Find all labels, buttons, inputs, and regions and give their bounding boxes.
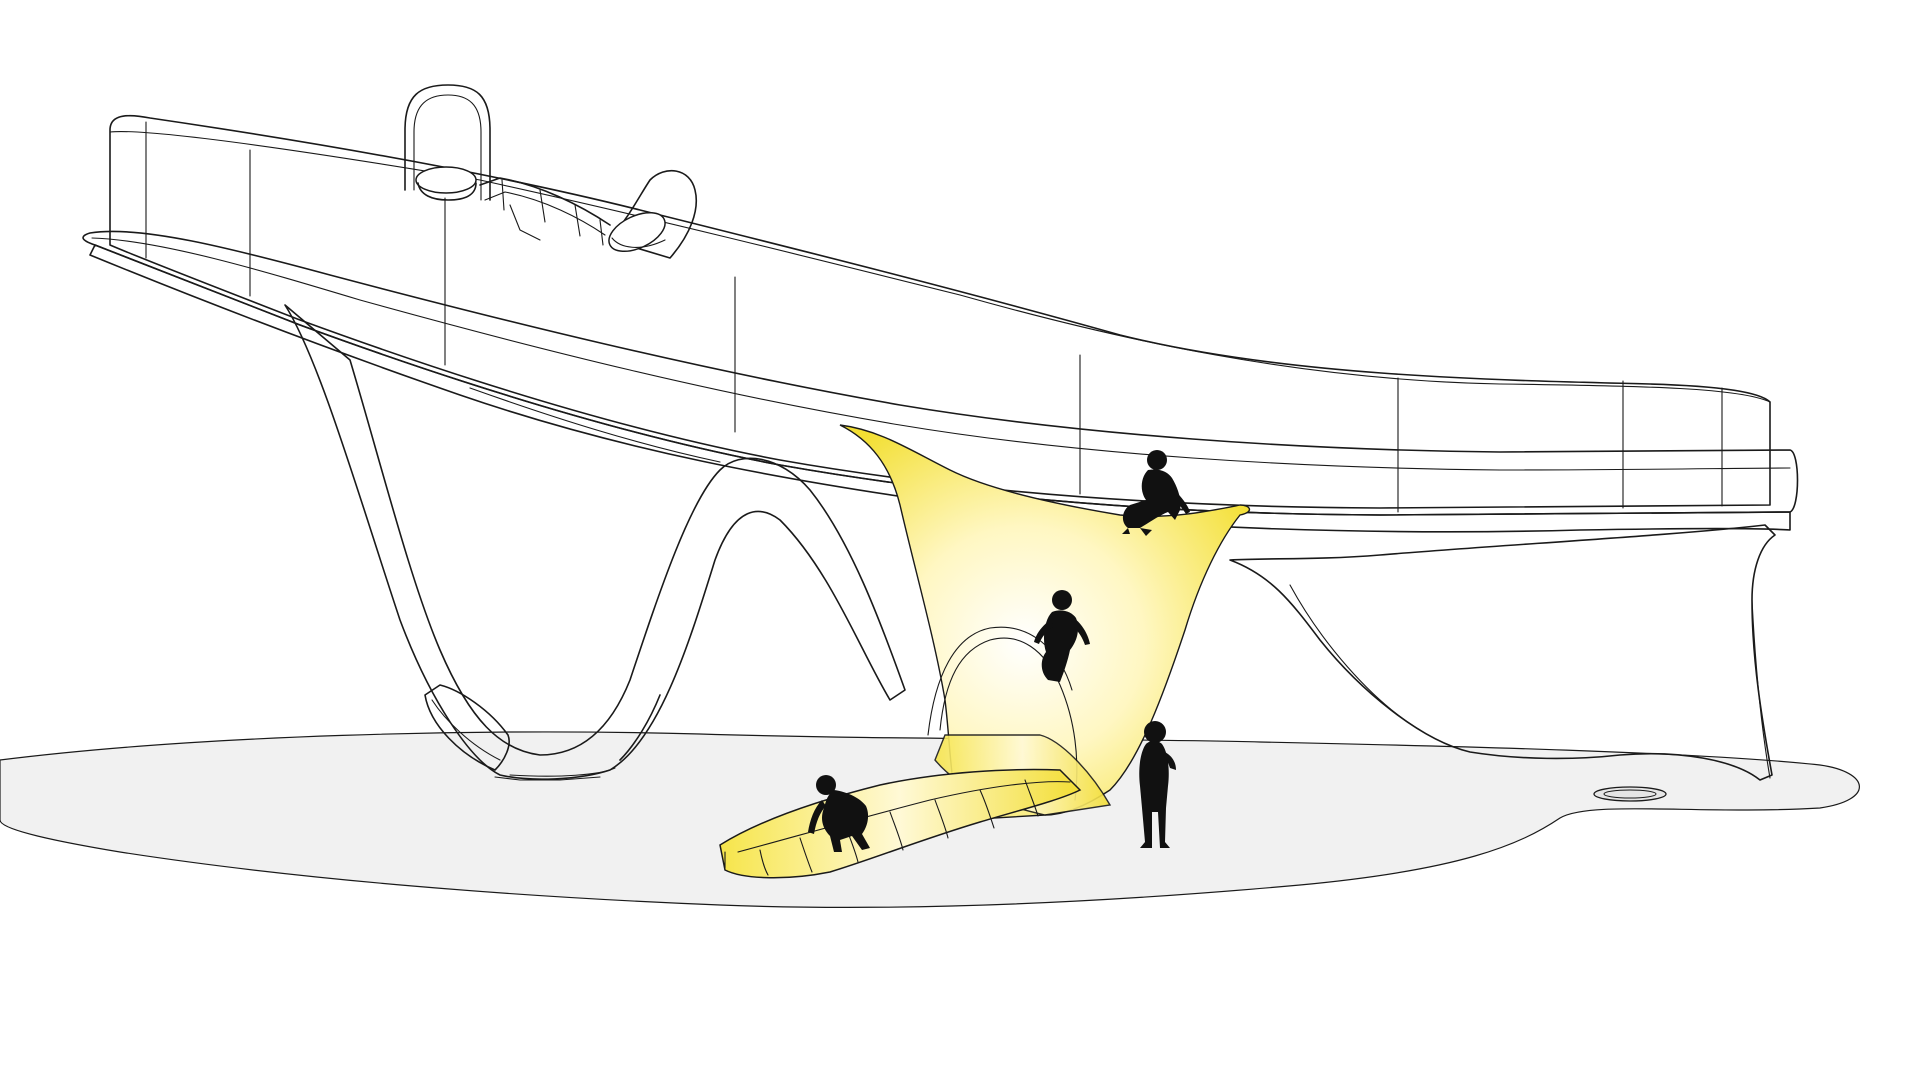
parapet-panel-seams [145,121,1723,513]
top-railing [479,177,611,246]
left-support-leg [284,304,906,780]
tube-slide-left [424,684,661,771]
child-standing [1139,721,1176,848]
portal-slide-top [404,84,491,201]
deck-slab [82,230,1799,516]
crawl-mat [719,768,1082,879]
floor-drain [1593,786,1667,802]
tube-slide-top [608,169,697,259]
parapet-wall [109,114,1771,509]
right-support-leg [1229,524,1776,781]
child-swinging [1034,590,1090,682]
child-sitting-deck [1122,450,1190,536]
child-crouching [808,775,870,852]
